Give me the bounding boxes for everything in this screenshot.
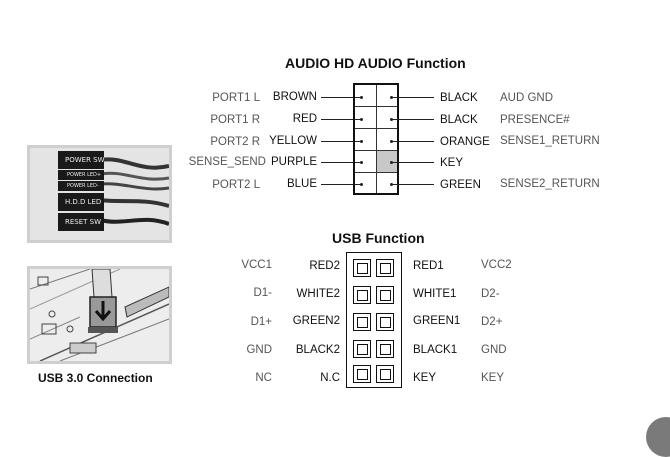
usb-pin [353,286,371,304]
photo-label: POWER LED- [67,183,99,189]
usb-wire-label: GREEN1 [413,315,461,327]
audio-wire-color-label: BLACK [440,114,478,126]
usb-signal-label: GND [246,344,272,356]
page-number-tab [646,417,670,457]
leader-line [392,141,434,142]
audio-port-label: PORT1 R [210,114,260,126]
audio-function-label: AUD GND [500,92,554,104]
audio-port-label: PORT1 L [212,92,260,104]
audio-port-label: PORT2 L [212,179,260,191]
usb-signal-label: D1+ [250,316,272,328]
usb-wire-label: GREEN2 [292,315,340,327]
usb-wire-label: RED1 [413,260,444,272]
pin-dot [360,118,363,121]
leader-line [321,119,361,120]
photo-label: RESET SW [65,218,102,226]
pin-dot [390,140,393,143]
audio-wire-color-label: PURPLE [270,156,317,168]
photo-label: H.D.D LED [65,198,102,206]
pin-dot [390,183,393,186]
usb-pin [353,340,371,358]
leader-line [392,162,434,163]
audio-header-connector [353,83,399,195]
usb3-caption: USB 3.0 Connection [38,371,153,385]
usb-pin [353,313,371,331]
usb-wire-label: N.C [320,372,340,384]
audio-title: AUDIO HD AUDIO Function [285,55,466,71]
usb-signal-label: VCC2 [481,259,512,271]
pin-dot [390,118,393,121]
audio-wire-color-label: YELLOW [269,135,317,147]
pin-dot [360,140,363,143]
audio-wire-color-label: BLUE [286,178,317,190]
front-panel-connector-photo: POWER SW POWER LED+ POWER LED- H.D.D LED… [27,145,172,243]
audio-wire-color-label: RED [292,113,317,125]
audio-function-label: PRESENCE# [500,114,570,126]
usb-header-connector [346,252,402,388]
photo-label: POWER SW [65,156,105,164]
usb-title: USB Function [332,230,425,246]
leader-line [392,97,434,98]
audio-wire-color-label: KEY [440,157,464,169]
usb-signal-label: D2+ [481,316,503,328]
leader-line [392,119,434,120]
usb-pin [376,365,394,383]
pin-dot [360,161,363,164]
usb-signal-label: KEY [481,372,505,384]
usb-pin [353,365,371,383]
audio-wire-color-label: GREEN [440,179,481,191]
usb-signal-label: VCC1 [241,259,272,271]
audio-wire-color-label: ORANGE [440,136,490,148]
audio-port-label: SENSE_SEND [188,156,266,168]
key-pin [377,151,397,172]
audio-wire-color-label: BROWN [272,91,317,103]
audio-function-label: SENSE1_RETURN [500,135,600,147]
usb-pin [376,313,394,331]
usb-wire-label: BLACK1 [413,344,458,356]
pin-dot [360,183,363,186]
usb-signal-label: GND [481,344,507,356]
leader-line [321,97,361,98]
leader-line [321,184,361,185]
usb-pin [376,286,394,304]
leader-line [321,162,361,163]
pin-dot [390,96,393,99]
usb-wire-label: WHITE2 [296,288,340,300]
audio-function-label: SENSE2_RETURN [500,178,600,190]
usb-pin [376,259,394,277]
usb-wire-label: RED2 [309,260,340,272]
usb-wire-label: BLACK2 [295,344,340,356]
audio-wire-color-label: BLACK [440,92,478,104]
usb-signal-label: D2- [481,288,500,300]
photo-label: POWER LED+ [67,172,102,178]
leader-line [392,184,434,185]
usb-wire-label: KEY [413,372,437,384]
usb-signal-label: NC [255,372,272,384]
pin-dot [390,161,393,164]
usb3-connection-illustration [27,266,172,364]
usb-signal-label: D1- [253,287,272,299]
audio-port-label: PORT2 R [210,136,260,148]
pin-dot [360,96,363,99]
usb-pin [376,340,394,358]
leader-line [321,141,361,142]
usb-wire-label: WHITE1 [413,288,457,300]
usb-pin [353,259,371,277]
